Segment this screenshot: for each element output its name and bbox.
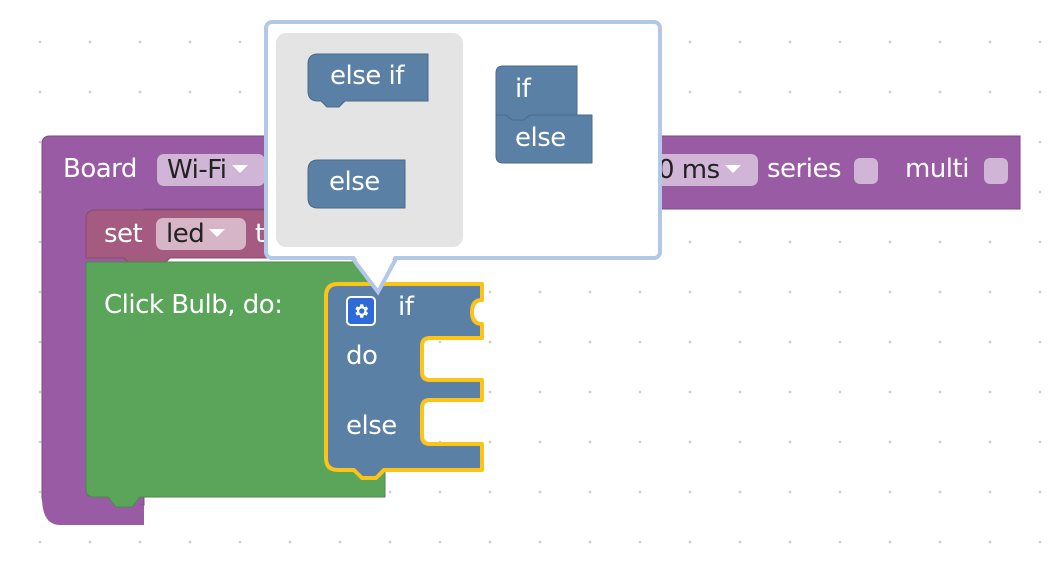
- dropdown-arrow-icon: [209, 228, 226, 237]
- interval-value: 0 ms: [658, 155, 720, 185]
- container-else-label[interactable]: else: [515, 123, 566, 153]
- multi-checkbox[interactable]: [984, 158, 1008, 184]
- series-checkbox[interactable]: [854, 158, 878, 184]
- interval-dropdown[interactable]: 0 ms: [650, 154, 758, 186]
- gear-icon: [355, 304, 369, 318]
- if-block-body: [324, 282, 484, 480]
- variable-dropdown[interactable]: led: [156, 218, 246, 250]
- container-if-label: if: [515, 74, 531, 104]
- flyout-else-label[interactable]: else: [329, 167, 380, 197]
- else-label: else: [346, 411, 397, 441]
- series-label: series: [767, 154, 842, 184]
- set-suffix: t: [255, 219, 265, 249]
- mutator-gear-button[interactable]: [346, 296, 376, 326]
- board-type-value: Wi-Fi: [167, 155, 227, 185]
- click-block-body: [85, 261, 386, 508]
- dropdown-arrow-icon: [724, 164, 741, 173]
- set-label: set: [104, 219, 143, 249]
- if-label: if: [398, 292, 414, 322]
- do-label: do: [346, 341, 378, 371]
- flyout-else-if-label[interactable]: else if: [330, 61, 404, 91]
- board-label: Board: [63, 154, 137, 184]
- multi-label: multi: [905, 154, 969, 184]
- dropdown-arrow-icon: [231, 164, 248, 173]
- variable-value: led: [166, 219, 205, 249]
- click-bulb-label: Click Bulb, do:: [104, 290, 283, 320]
- board-type-dropdown[interactable]: Wi-Fi: [157, 154, 265, 186]
